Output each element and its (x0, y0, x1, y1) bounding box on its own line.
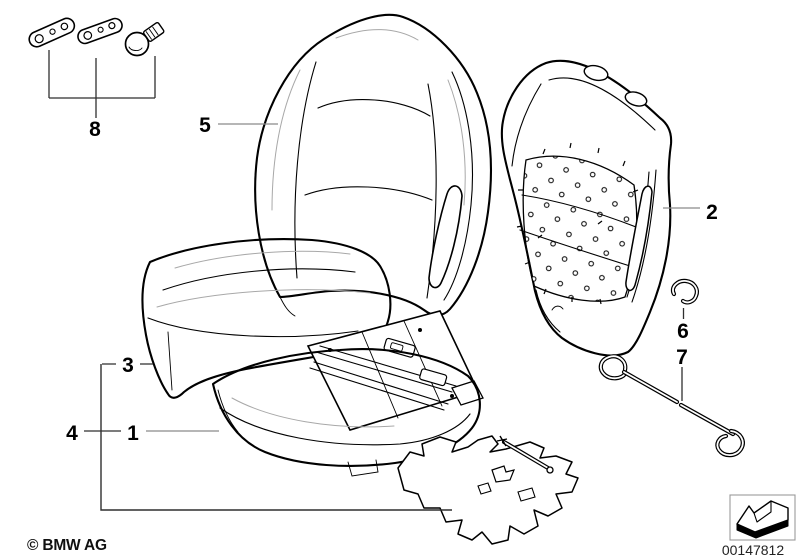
bracket-plate-icon (77, 17, 123, 45)
part-seat-pad (211, 348, 481, 477)
callout-5[interactable]: 5 (199, 114, 211, 137)
callout-2[interactable]: 2 (706, 201, 718, 224)
bracket-plate-icon (28, 17, 76, 48)
callout-7[interactable]: 7 (676, 346, 688, 369)
padded-field (522, 155, 638, 302)
callout-4[interactable]: 4 (66, 422, 78, 445)
part-clip (670, 278, 699, 305)
callout-8-leader (48, 50, 156, 118)
direction-arrow-icon (729, 494, 796, 541)
screw-icon (124, 21, 165, 57)
part-backrest-rear-section (500, 59, 673, 357)
callouts: 1 2 3 4 5 6 7 8 (66, 114, 718, 445)
callout-1[interactable]: 1 (127, 422, 139, 445)
part-wire-rod (598, 354, 745, 458)
footer: © BMW AG 00147812 (27, 494, 796, 558)
part-fastener-set (28, 17, 165, 118)
callout-6[interactable]: 6 (677, 320, 689, 343)
callout-8[interactable]: 8 (89, 118, 101, 141)
part-backrest-cushion (254, 13, 492, 317)
part-seat-frame (306, 310, 484, 431)
part-heater-element (397, 435, 579, 545)
image-number: 00147812 (722, 542, 785, 558)
copyright: © BMW AG (27, 537, 107, 554)
group-bracket-line (100, 364, 452, 511)
callout-3[interactable]: 3 (122, 354, 134, 377)
leader-lines (84, 123, 700, 511)
